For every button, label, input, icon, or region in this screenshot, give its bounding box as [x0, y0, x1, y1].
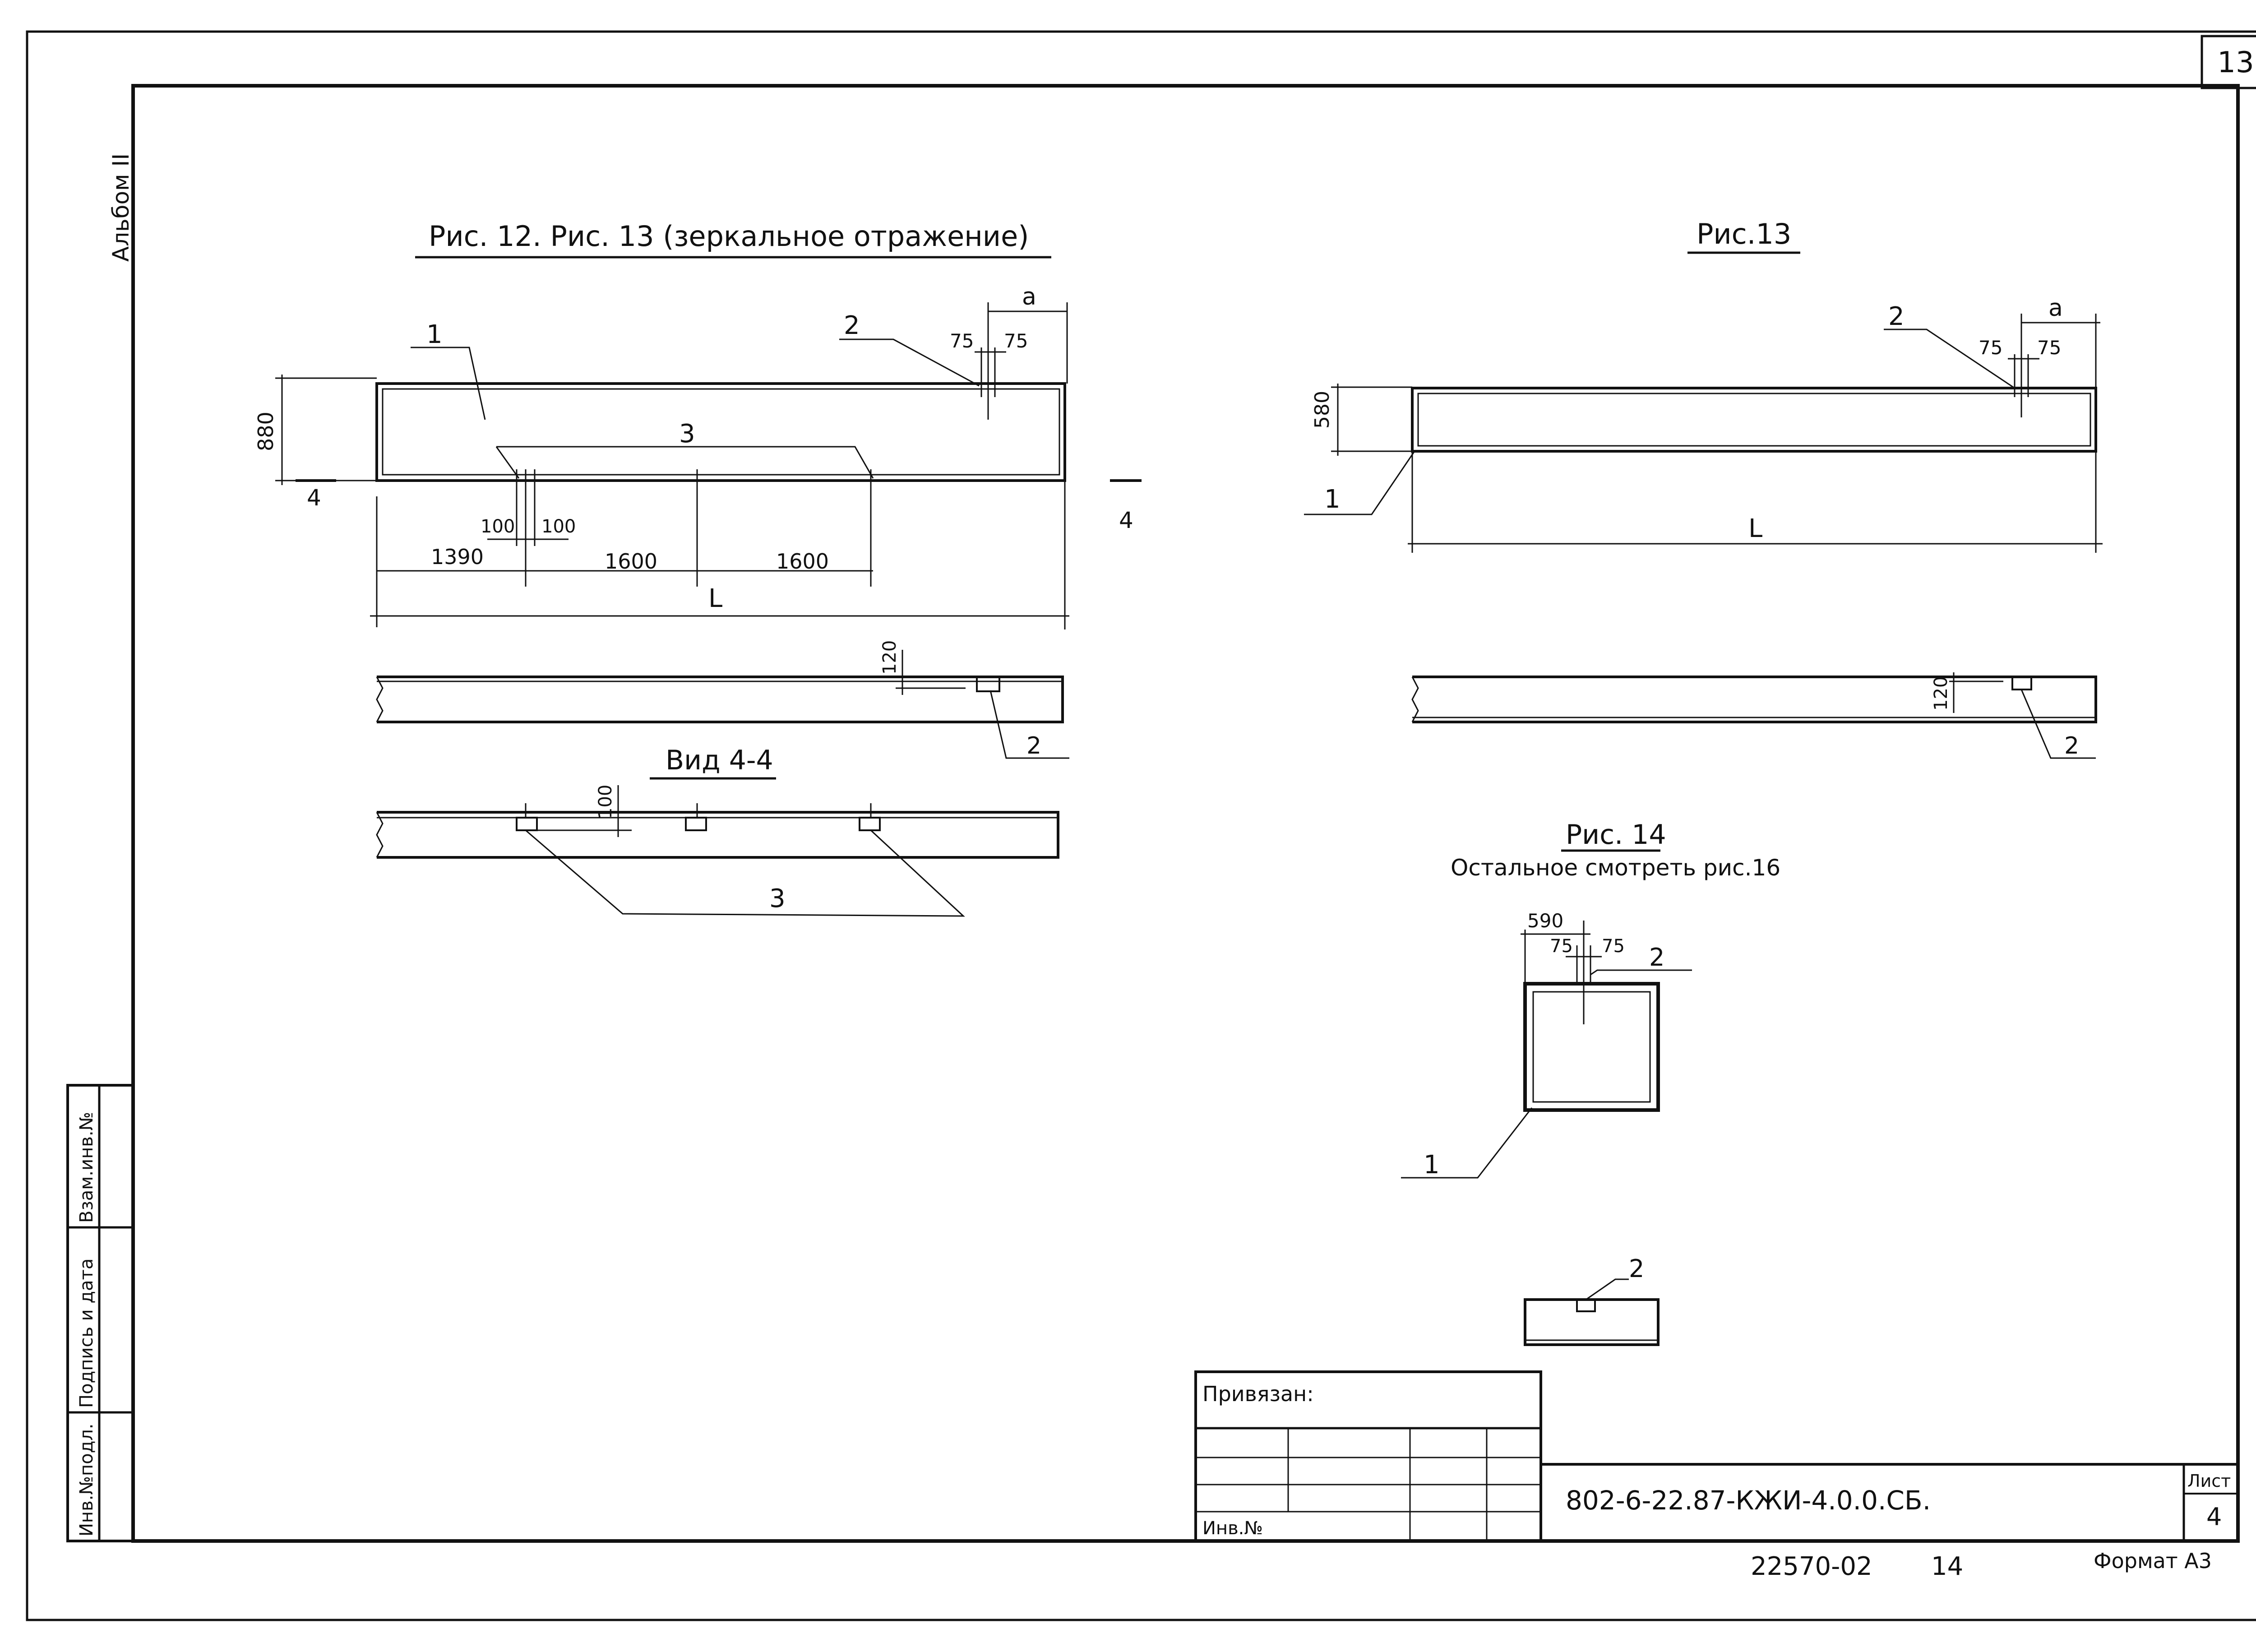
inv-podl-label: Инв.№подл.: [76, 1423, 97, 1536]
view-4-4: Вид 4-4 100 3: [376, 745, 1059, 917]
fig12-dim-75a: 75: [950, 330, 974, 352]
fig12-dim-100a: 100: [481, 516, 515, 537]
fig14: Рис. 14 Остальное смотреть рис.16 590 75…: [1401, 819, 1780, 1180]
view44-label-3: 3: [769, 884, 786, 913]
title-block: Привязан: Инв.№ 802-6-22.87-КЖИ-4.0.0.СБ…: [1194, 1370, 2239, 1542]
fig12-section-right: 4: [1119, 507, 1133, 533]
fig12-dim-1390: 1390: [431, 545, 484, 569]
fig13-dim-75a: 75: [1979, 337, 2002, 359]
vzam-inv-label: Взам.инв.№: [76, 1112, 97, 1223]
sheet-label: Лист: [2187, 1471, 2231, 1491]
fig12-dim-1600a: 1600: [605, 549, 657, 574]
archive-number: 22570-02: [1751, 1552, 1872, 1581]
fig12-dim-75b: 75: [1004, 330, 1028, 352]
fig14-title: Рис. 14: [1566, 819, 1666, 851]
left-side-stamp: Инв.№подл. Подпись и дата Взам.инв.№: [66, 1084, 134, 1542]
fig12-dim-100b: 100: [541, 516, 576, 537]
fig13-side-label-2: 2: [2064, 732, 2079, 759]
fig14-dim-75a: 75: [1550, 936, 1573, 957]
format-label: Формат А3: [2094, 1549, 2212, 1573]
footer: 22570-02 14 Формат А3: [1751, 1549, 2212, 1581]
fig14-label-2: 2: [1649, 943, 1664, 972]
inner-frame: [131, 84, 2240, 1543]
outer-border: [26, 30, 2256, 1621]
fig12-side: 120 2: [376, 640, 1069, 759]
page-number: 14: [1931, 1552, 1963, 1581]
inv-no-label: Инв.№: [1202, 1518, 1263, 1539]
fig12-dim-a: a: [1022, 283, 1036, 310]
fig12-side-label-2: 2: [1026, 732, 1041, 759]
fig12-label-1: 1: [426, 320, 443, 349]
sheet-number: 4: [2206, 1503, 2222, 1531]
fig12-side-dim-120: 120: [879, 640, 900, 675]
fig12-dim-L: L: [708, 584, 722, 613]
fig14-side: 2: [1524, 1254, 1660, 1346]
fig13-dim-L: L: [1748, 514, 1762, 543]
corner-page-number: 13: [2217, 46, 2254, 79]
fig13-label-2: 2: [1888, 302, 1905, 331]
fig14-dim-590: 590: [1527, 910, 1563, 932]
fig12-label-3: 3: [679, 419, 695, 449]
fig13-dim-580: 580: [1311, 391, 1334, 429]
fig13-label-1: 1: [1324, 485, 1341, 514]
fig12-title: Рис. 12. Рис. 13 (зеркальное отражение): [429, 220, 1029, 253]
album-label: Альбом II: [108, 153, 134, 262]
fig12-dim-880: 880: [254, 412, 278, 451]
corner-page-box: [2201, 35, 2256, 89]
fig14-subtitle: Остальное смотреть рис.16: [1451, 855, 1780, 881]
privyazan-label: Привязан:: [1202, 1382, 1314, 1406]
fig14-side-label-2: 2: [1629, 1254, 1644, 1283]
podpis-data-label: Подпись и дата: [76, 1259, 97, 1408]
fig13-side-dim-120: 120: [1931, 676, 1951, 711]
fig14-dim-75b: 75: [1602, 936, 1625, 957]
fig14-label-1: 1: [1424, 1150, 1440, 1180]
fig13-side: 120 2: [1411, 672, 2097, 759]
view44-dim-100: 100: [595, 785, 616, 819]
fig12-label-2: 2: [844, 311, 860, 340]
fig13-dim-75b: 75: [2037, 337, 2061, 359]
fig13-dim-a: a: [2048, 295, 2063, 322]
fig12-section-left: 4: [307, 485, 321, 511]
fig13-plan: Рис.13 580 1 2 a 75 75 L: [1304, 217, 2103, 553]
fig12-plan: Рис. 12. Рис. 13 (зеркальное отражение) …: [254, 220, 1142, 629]
view44-title: Вид 4-4: [666, 745, 773, 776]
fig13-title: Рис.13: [1697, 217, 1791, 250]
fig12-dim-1600b: 1600: [776, 549, 829, 574]
drawing-designation: 802-6-22.87-КЖИ-4.0.0.СБ.: [1566, 1485, 1931, 1516]
